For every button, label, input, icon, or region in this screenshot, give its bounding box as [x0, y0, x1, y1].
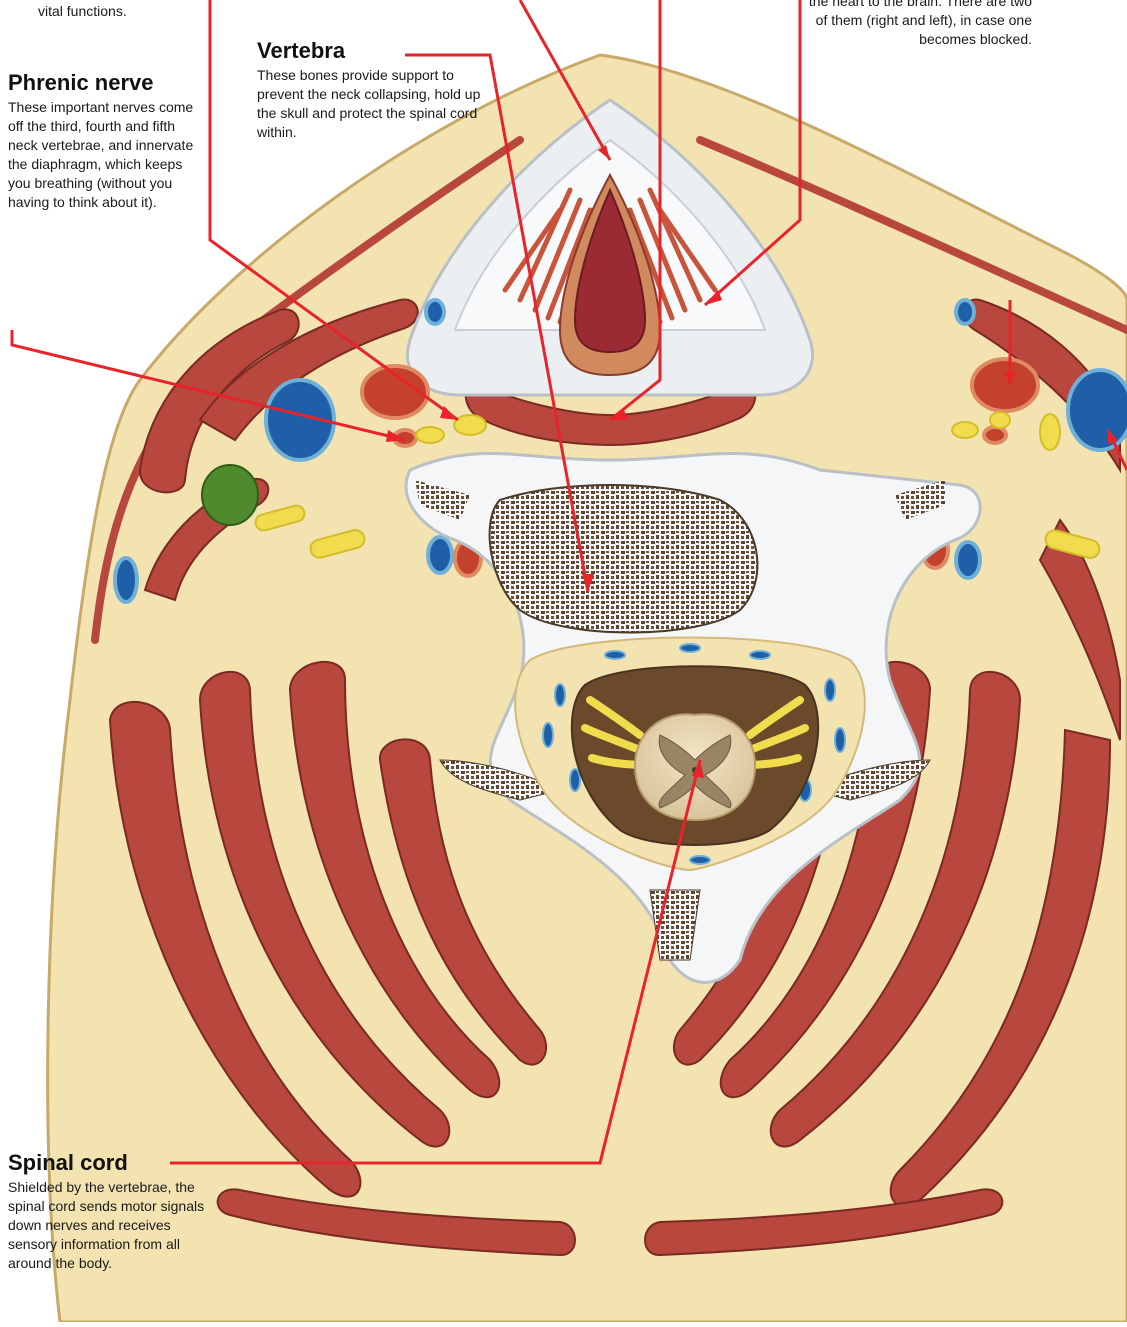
carotid-artery-label: the heart to the brain. There are two of… — [800, 0, 1032, 49]
vertebral-body-spongy — [490, 485, 758, 633]
spinal-cord-label: Spinal cord Shielded by the vertebrae, t… — [8, 1150, 218, 1273]
jugular-vein-right — [1068, 370, 1127, 450]
vertebra-description: These bones provide support to prevent t… — [257, 66, 487, 142]
external-jugular-left — [115, 558, 137, 602]
phrenic-nerve-description: These important nerves come off the thir… — [8, 98, 198, 212]
vertebra-label: Vertebra These bones provide support to … — [257, 38, 487, 142]
vertebral-vein-right — [956, 542, 980, 578]
vagus-nerve-left — [454, 415, 486, 435]
carotid-artery-description: the heart to the brain. There are two of… — [800, 0, 1032, 49]
thyroid-gland-lobe — [202, 465, 258, 525]
vertebral-vein-left — [428, 537, 452, 573]
spinal-cord-description: Shielded by the vertebrae, the spinal co… — [8, 1178, 218, 1273]
phrenic-nerve-left — [416, 427, 444, 443]
phrenic-nerve-label: Phrenic nerve These important nerves com… — [8, 70, 198, 212]
phrenic-nerve-title: Phrenic nerve — [8, 70, 198, 96]
spinal-cord-title: Spinal cord — [8, 1150, 218, 1176]
vertebra-title: Vertebra — [257, 38, 487, 64]
artery-label-fragment-top: vital functions. — [38, 2, 127, 21]
carotid-artery-right — [972, 359, 1038, 411]
